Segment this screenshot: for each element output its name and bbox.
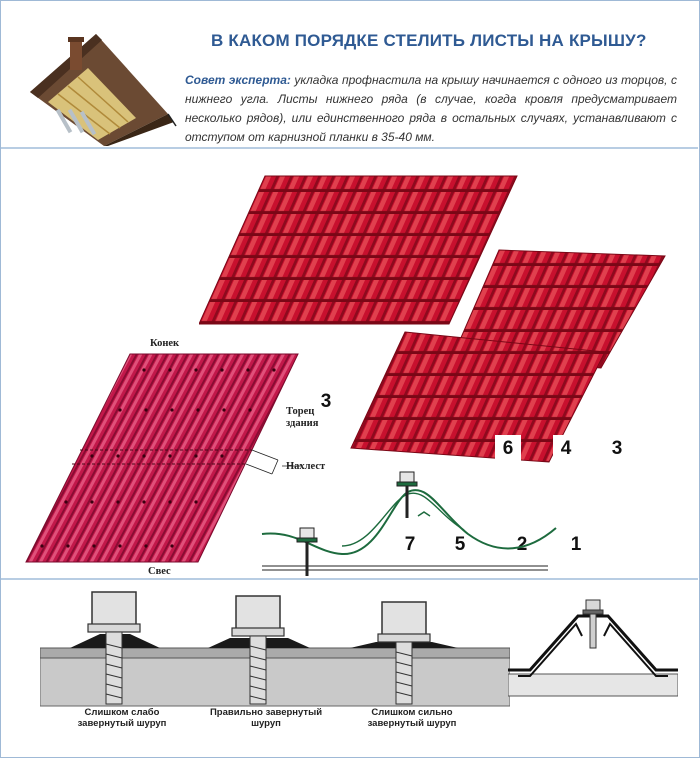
advice-text: укладка профнастила на крышу начинается … xyxy=(185,73,677,144)
metal-tile-panel-2-rows xyxy=(350,249,666,463)
sheet-number-badge: 1 xyxy=(563,531,589,559)
profile-screw-section-diagram xyxy=(508,599,678,697)
divider-bottom xyxy=(1,578,698,580)
sheet-number-badge: 7 xyxy=(397,531,423,559)
sheet-number-badge: 6 xyxy=(495,435,521,463)
advice-lead: Совет эксперта: xyxy=(185,73,291,87)
sheet-number-badge: 3 xyxy=(604,435,630,463)
tight-caption-line2: завернутый шуруп xyxy=(367,718,457,729)
house-roof-illustration xyxy=(30,34,177,146)
wave-screw-section-diagram xyxy=(261,471,557,576)
corrugated-sheet-diagram xyxy=(25,353,302,563)
tight-caption-line1: Слишком сильно xyxy=(371,707,453,718)
expert-advice: Совет эксперта: укладка профнастила на к… xyxy=(185,71,677,147)
screw-tightness-diagram xyxy=(40,591,510,707)
loose-caption-line2: завернутый шуруп xyxy=(77,718,167,729)
header: В КАКОМ ПОРЯДКЕ СТЕЛИТЬ ЛИСТЫ НА КРЫШУ? … xyxy=(1,1,698,147)
sheet-number-badge: 4 xyxy=(553,435,579,463)
gable-label-line1: Торец xyxy=(286,406,315,417)
correct-caption-line1: Правильно завернутый xyxy=(209,707,323,718)
page-title: В КАКОМ ПОРЯДКЕ СТЕЛИТЬ ЛИСТЫ НА КРЫШУ? xyxy=(211,31,647,50)
eave-label: Свес xyxy=(148,566,171,577)
divider-top xyxy=(1,147,698,149)
overlap-label: Нахлест xyxy=(286,461,326,472)
correct-caption-line2: шуруп xyxy=(251,718,281,729)
gable-label-line2: здания xyxy=(286,418,319,429)
ridge-label: Конек xyxy=(150,338,180,349)
loose-caption-line1: Слишком слабо xyxy=(84,707,160,718)
metal-tile-panel-4-sheets xyxy=(199,175,518,325)
sheet-number-badge: 3 xyxy=(312,388,340,416)
